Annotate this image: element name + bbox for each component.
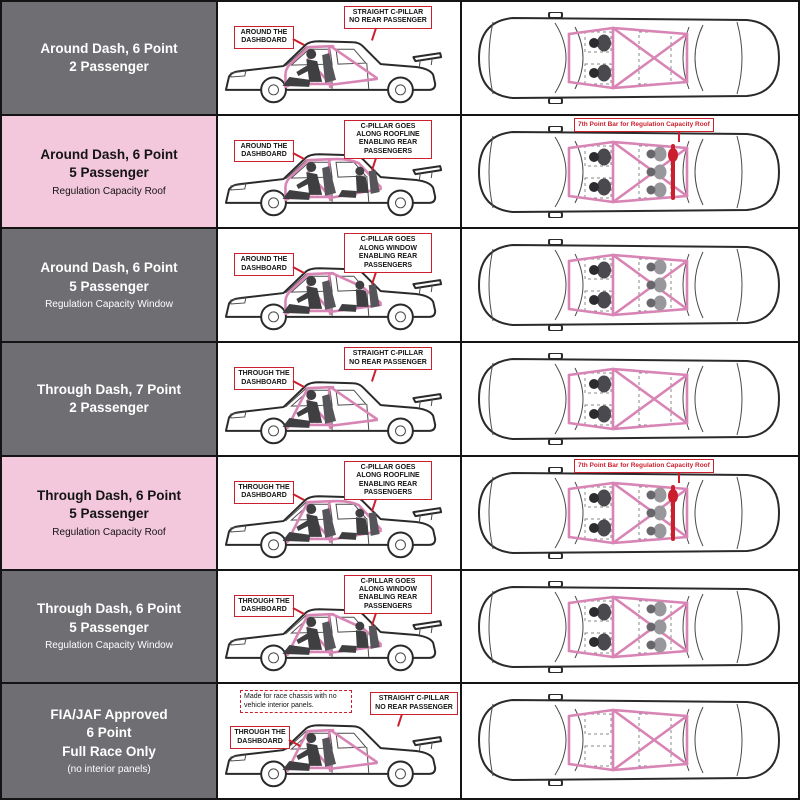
config-title-line1: Around Dash, 6 Point [40, 40, 178, 56]
config-label-cell: Around Dash, 6 Point 2 Passenger [2, 2, 218, 114]
config-title-line2: 2 Passenger [69, 400, 149, 416]
config-title-line2: 2 Passenger [69, 59, 149, 75]
side-view-panel: THROUGH THE DASHBOARD C-PILLAR GOES ALON… [218, 570, 462, 683]
seventh-point-annotation: 7th Point Bar for Regulation Capacity Ro… [574, 117, 714, 142]
side-view-panel: THROUGH THE DASHBOARD C-PILLAR GOES ALON… [218, 456, 462, 569]
car-top-view-drawing [478, 353, 780, 446]
seventh-point-annotation: 7th Point Bar for Regulation Capacity Ro… [574, 458, 714, 483]
top-view-panel: 7th Point Bar for Regulation Capacity Ro… [462, 115, 798, 228]
car-top-view-drawing [478, 125, 780, 218]
rear-passenger-figure [338, 508, 380, 540]
side-view-panel: AROUND THE DASHBOARD C-PILLAR GOES ALONG… [218, 115, 462, 228]
c-pillar-annotation: C-PILLAR GOES ALONG WINDOW ENABLING REAR… [344, 574, 432, 615]
rear-passenger-figure [338, 280, 380, 313]
config-title-line2: 5 Passenger [69, 278, 149, 294]
driver-figure [282, 617, 337, 656]
car-side-view-drawing [224, 39, 443, 103]
top-view-panel [462, 684, 798, 798]
config-label-cell: Through Dash, 6 Point 5 Passenger Regula… [2, 570, 218, 683]
dashboard-annotation: THROUGH THE DASHBOARD [234, 594, 294, 618]
front-occupants [589, 489, 611, 537]
config-label-cell: Around Dash, 6 Point 5 Passenger Regulat… [2, 115, 218, 228]
top-view-panel [462, 229, 798, 342]
config-label-cell: FIA/JAF Approved 6 Point Full Race Only … [2, 684, 218, 798]
dashboard-annotation: THROUGH THE DASHBOARD [234, 367, 294, 390]
config-row: Through Dash, 7 Point 2 Passenger THROUG… [2, 343, 798, 457]
car-top-view-drawing [478, 466, 780, 559]
config-title-line1: Around Dash, 6 Point [40, 146, 178, 162]
config-title-line2: 6 Point [86, 725, 132, 741]
driver-figure [282, 390, 337, 428]
car-side-view-drawing [224, 724, 443, 788]
config-subtitle: Regulation Capacity Window [45, 299, 173, 311]
dashboard-annotation: THROUGH THE DASHBOARD [230, 726, 290, 750]
c-pillar-annotation: C-PILLAR GOES ALONG ROOFLINE ENABLING RE… [344, 460, 432, 501]
config-row: FIA/JAF Approved 6 Point Full Race Only … [2, 684, 798, 798]
top-view-panel [462, 2, 798, 114]
config-title-line1: Through Dash, 6 Point [37, 487, 181, 503]
rear-occupants [646, 146, 667, 198]
front-occupants [589, 375, 611, 423]
c-pillar-annotation: C-PILLAR GOES ALONG ROOFLINE ENABLING RE… [344, 119, 432, 160]
config-title-line3: Full Race Only [62, 743, 156, 759]
car-top-view-drawing [478, 694, 780, 787]
car-top-view-drawing [478, 12, 780, 104]
top-view-panel: 7th Point Bar for Regulation Capacity Ro… [462, 456, 798, 569]
driver-figure [282, 733, 337, 771]
dashboard-annotation: AROUND THE DASHBOARD [234, 26, 294, 49]
c-pillar-annotation: STRAIGHT C-PILLAR NO REAR PASSENGER [344, 6, 432, 29]
config-row: Around Dash, 6 Point 5 Passenger Regulat… [2, 115, 798, 230]
top-view-panel [462, 570, 798, 683]
front-occupants [589, 148, 611, 196]
dashboard-annotation: AROUND THE DASHBOARD [234, 253, 294, 277]
c-pillar-annotation: C-PILLAR GOES ALONG WINDOW ENABLING REAR… [344, 233, 432, 273]
config-row: Through Dash, 6 Point 5 Passenger Regula… [2, 570, 798, 685]
rear-occupants [646, 487, 667, 539]
config-title-line2: 5 Passenger [69, 506, 149, 522]
front-occupants [589, 34, 611, 82]
c-pillar-annotation: STRAIGHT C-PILLAR NO REAR PASSENGER [370, 692, 458, 716]
config-subtitle: (no interior panels) [67, 764, 151, 776]
config-title-line1: Around Dash, 6 Point [40, 260, 178, 276]
car-side-view-drawing [224, 608, 443, 672]
top-view-panel [462, 343, 798, 455]
config-label-cell: Through Dash, 7 Point 2 Passenger [2, 343, 218, 455]
config-title-line1: FIA/JAF Approved [50, 706, 168, 722]
side-view-panel: THROUGH THE DASHBOARD STRAIGHT C-PILLAR … [218, 343, 462, 455]
car-top-view-drawing [478, 239, 780, 332]
config-label-cell: Around Dash, 6 Point 5 Passenger Regulat… [2, 229, 218, 342]
config-title-line1: Through Dash, 6 Point [37, 601, 181, 617]
config-subtitle: Regulation Capacity Window [45, 640, 173, 652]
config-label-cell: Through Dash, 6 Point 5 Passenger Regula… [2, 456, 218, 569]
dashboard-annotation: AROUND THE DASHBOARD [234, 139, 294, 163]
car-top-view-drawing [478, 580, 780, 673]
config-row: Through Dash, 6 Point 5 Passenger Regula… [2, 456, 798, 571]
driver-figure [282, 162, 337, 201]
driver-figure [282, 276, 337, 315]
rear-passenger-figure [338, 167, 380, 199]
c-pillar-annotation: STRAIGHT C-PILLAR NO REAR PASSENGER [344, 347, 432, 370]
config-row: Around Dash, 6 Point 5 Passenger Regulat… [2, 229, 798, 344]
car-side-view-drawing [224, 153, 443, 217]
config-subtitle: Regulation Capacity Roof [52, 185, 166, 197]
config-subtitle: Regulation Capacity Roof [52, 526, 166, 538]
race-chassis-note: Made for race chassis with no vehicle in… [240, 690, 352, 714]
front-occupants [589, 261, 611, 309]
rear-passenger-figure [338, 621, 380, 654]
car-side-view-drawing [224, 381, 443, 445]
config-title-line2: 5 Passenger [69, 165, 149, 181]
rear-occupants [646, 601, 667, 653]
config-title-line1: Through Dash, 7 Point [37, 381, 181, 397]
config-row: Around Dash, 6 Point 2 Passenger AROUND … [2, 2, 798, 116]
config-title-line2: 5 Passenger [69, 619, 149, 635]
side-view-panel: AROUND THE DASHBOARD C-PILLAR GOES ALONG… [218, 229, 462, 342]
side-view-panel: Made for race chassis with no vehicle in… [218, 684, 462, 798]
front-occupants [589, 603, 611, 651]
side-view-panel: AROUND THE DASHBOARD STRAIGHT C-PILLAR N… [218, 2, 462, 114]
dashboard-annotation: THROUGH THE DASHBOARD [234, 480, 294, 504]
driver-figure [282, 48, 337, 87]
car-side-view-drawing [224, 494, 443, 558]
rear-occupants [646, 259, 667, 311]
driver-figure [282, 503, 337, 542]
